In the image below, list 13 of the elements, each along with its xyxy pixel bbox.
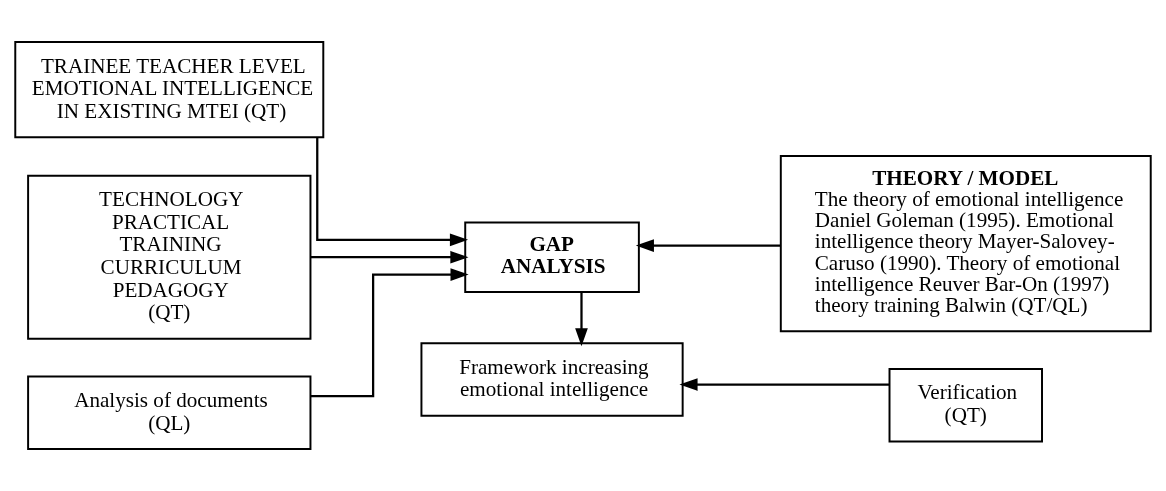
arrow xyxy=(310,250,469,264)
arrow xyxy=(679,378,890,391)
node-box: TECHNOLOGY PRACTICAL TRAINING CURRICULUM PEDAGOGY (QT) xyxy=(27,174,312,340)
arrow xyxy=(310,268,469,398)
node-box: TRAINEE TEACHER LEVEL EMOTIONAL INTELLIGENCE IN EXISTING MTEI (QT) xyxy=(14,41,325,139)
node-box: GAP ANALYSIS xyxy=(464,221,640,293)
node-box: Verification (QT) xyxy=(888,367,1043,443)
arrow xyxy=(575,292,588,347)
node-box: Analysis of documents (QL) xyxy=(27,375,312,450)
arrow xyxy=(635,239,781,252)
arrow xyxy=(316,137,469,247)
node-box: Framework increasing emotional intelligence xyxy=(420,342,684,417)
node-box: THEORY / MODEL The theory of emotional intelligence Daniel Goleman (1995). Emotional intelligence theory Mayer-Salovey-Caruso (1990). Theory of emotional intelligence Reuver Bar-On (1997) theory training Balwin (QT/QL) xyxy=(779,155,1152,333)
